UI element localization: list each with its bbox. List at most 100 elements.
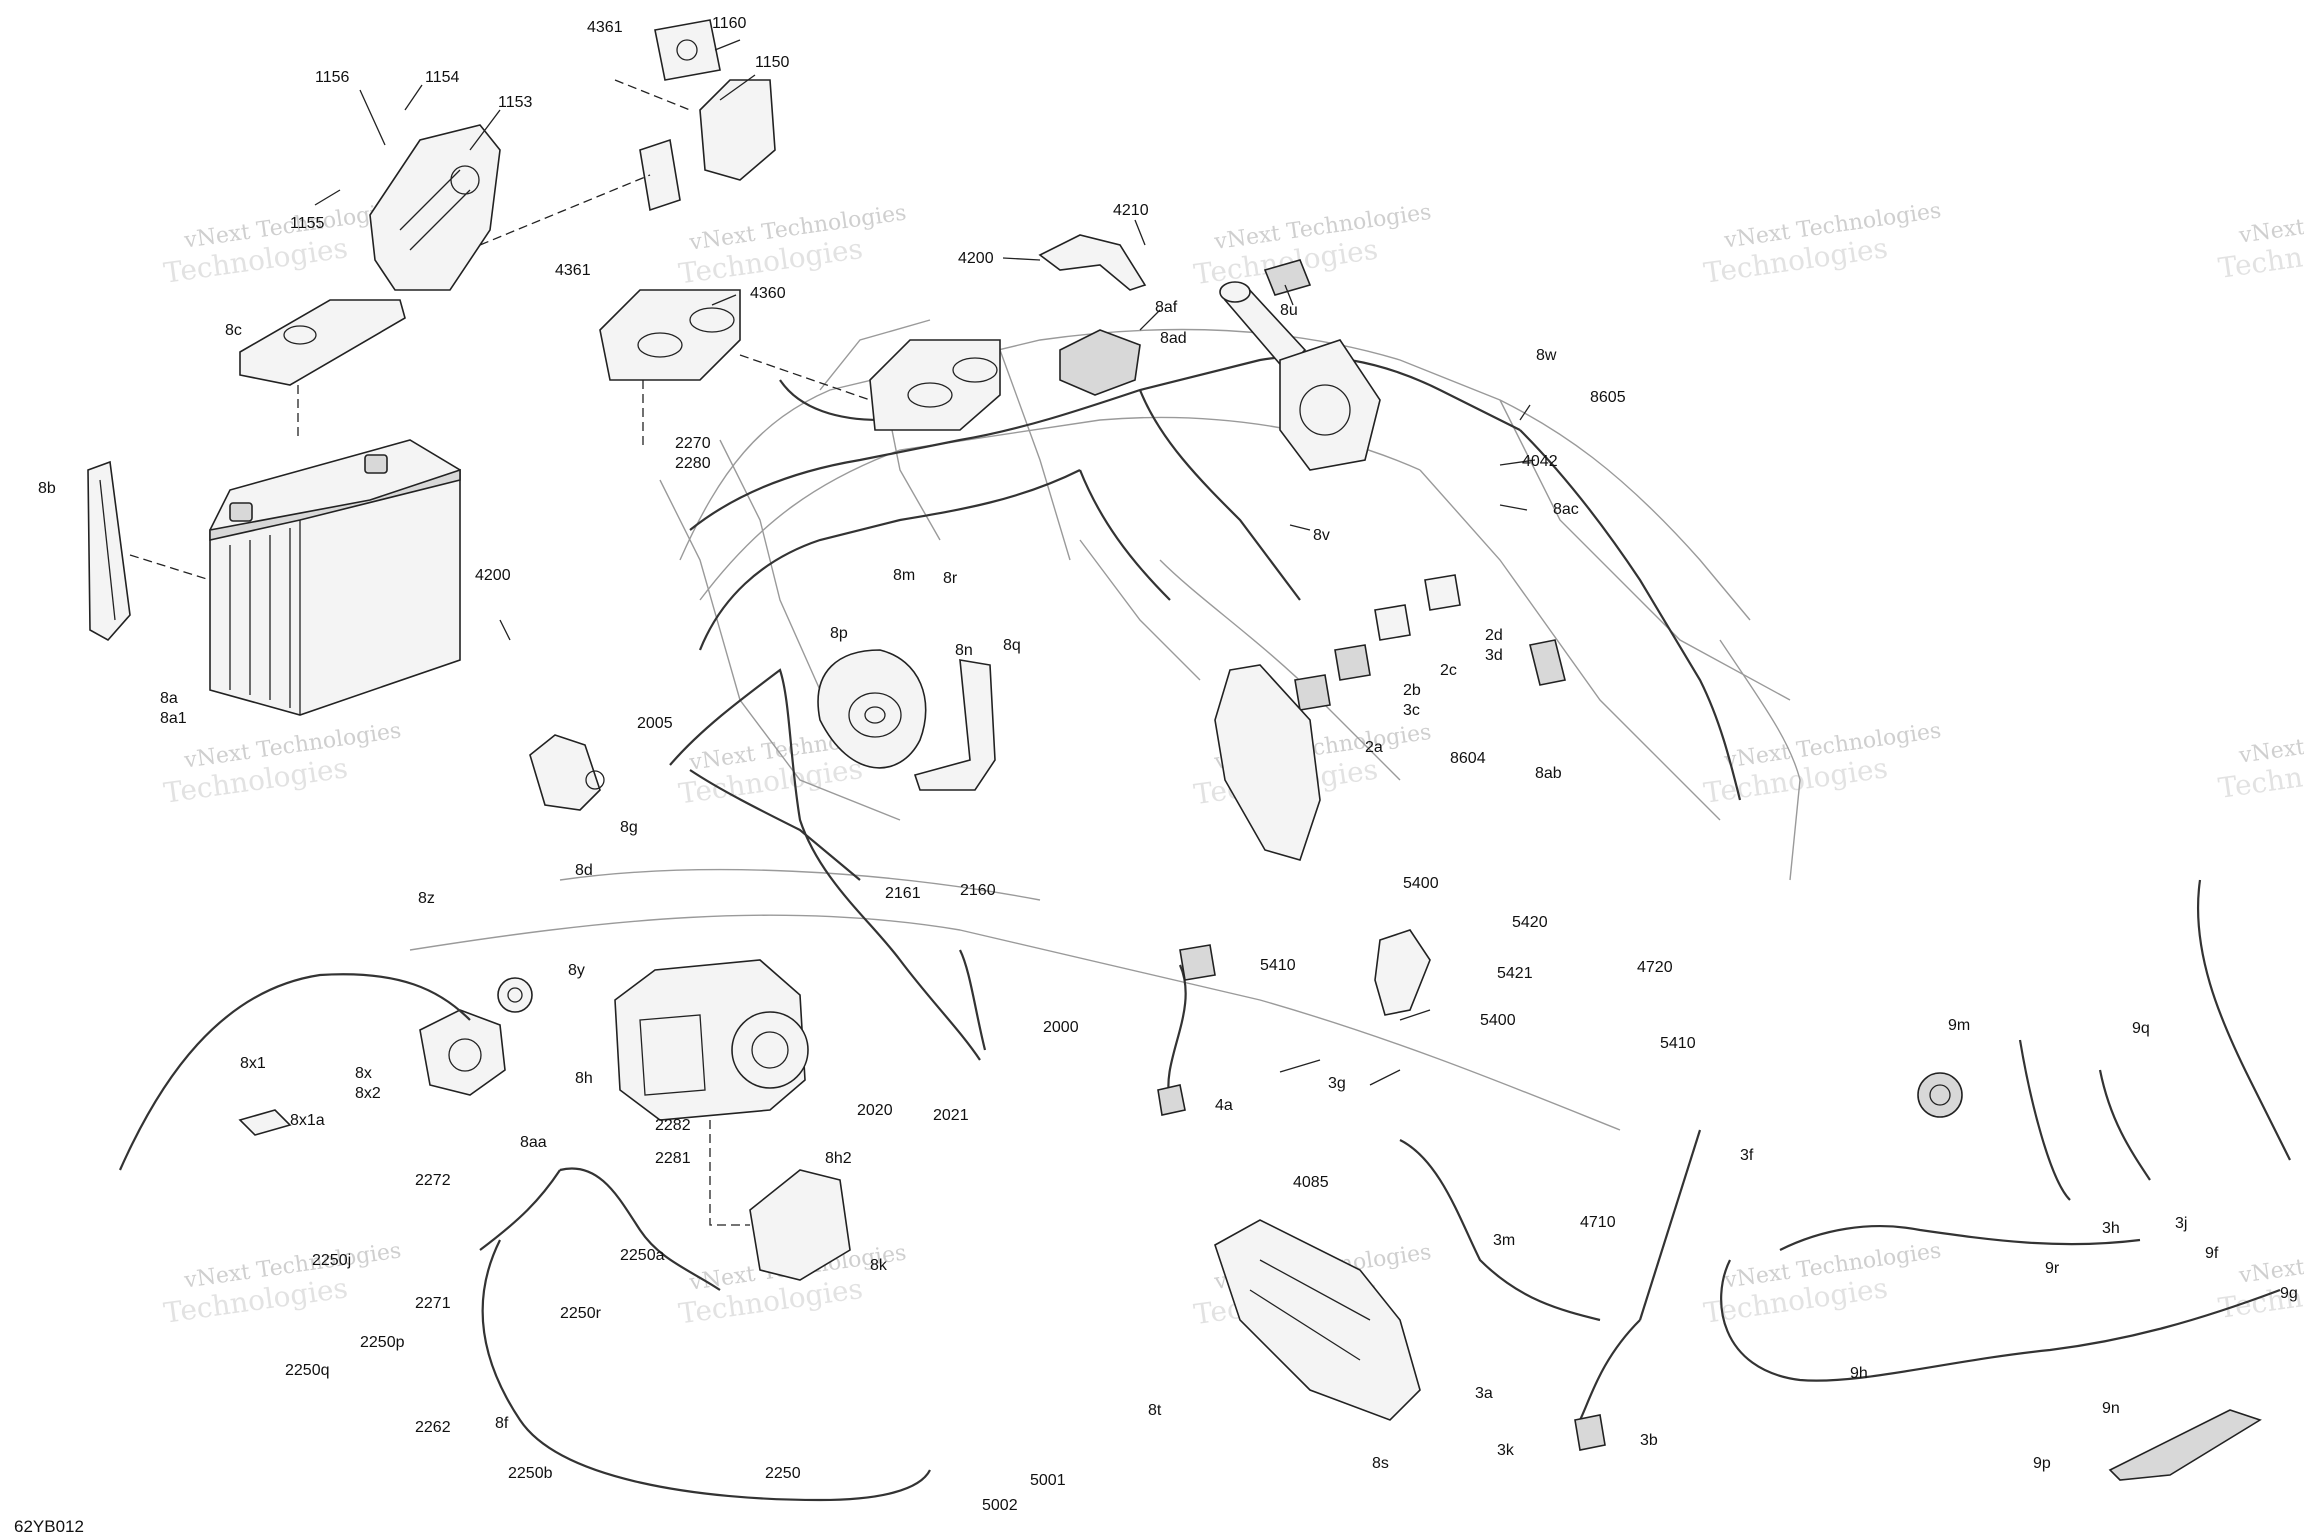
- callout-label: 4360: [750, 285, 786, 302]
- callout-label: 1155: [290, 215, 325, 232]
- battery: [209, 439, 461, 716]
- callout-label: 4361: [587, 19, 623, 36]
- module-8s: [1214, 1219, 1421, 1421]
- battery-strap: [87, 460, 131, 642]
- callout-label: 3b: [1640, 1432, 1658, 1449]
- callout-label: 8p: [830, 625, 848, 642]
- battery-cable-2250: [479, 1167, 931, 1502]
- callout-label: 8ab: [1535, 765, 1562, 782]
- callout-label: 2d: [1485, 627, 1503, 644]
- solenoid: [529, 734, 605, 811]
- callout-label: 2280: [675, 455, 711, 472]
- callout-label: 4210: [1113, 202, 1149, 219]
- callout-label: 5410: [1660, 1035, 1696, 1052]
- switch-panel: [1214, 664, 1321, 861]
- callout-label: 8m: [893, 567, 915, 584]
- callout-label: 2250: [765, 1465, 801, 1482]
- callout-label: 4200: [475, 567, 511, 584]
- callout-label: 2281: [655, 1150, 691, 1167]
- callout-label: 3a: [1475, 1385, 1493, 1402]
- callout-label: 4042: [1522, 453, 1558, 470]
- callout-label: 2250q: [285, 1362, 330, 1379]
- callout-label: 2272: [415, 1172, 451, 1189]
- relay-box-4360: [599, 289, 741, 381]
- callout-label: 8x1a: [290, 1112, 325, 1129]
- callout-label: 3g: [1328, 1075, 1346, 1092]
- callout-label: 2250b: [508, 1465, 553, 1482]
- callout-label: 2262: [415, 1419, 451, 1436]
- callout-label: 2250a: [620, 1247, 665, 1264]
- switch-2a: [1294, 674, 1331, 711]
- callout-label: 4720: [1637, 959, 1673, 976]
- abs-bracket-8k: [749, 1169, 851, 1281]
- callout-label: 1160: [712, 15, 747, 32]
- callout-label: 2000: [1043, 1019, 1079, 1036]
- callout-label: 8605: [1590, 389, 1626, 406]
- callout-label: 8x1: [240, 1055, 266, 1072]
- callout-label: 2250j: [312, 1252, 351, 1269]
- callout-label: 8604: [1450, 750, 1486, 767]
- actuator-motor: [1219, 281, 1381, 471]
- connector-4a: [1179, 944, 1216, 981]
- callout-label: 3j: [2175, 1215, 2187, 1232]
- callout-label: 1150: [755, 54, 790, 71]
- horn: [817, 649, 996, 791]
- callout-label: 8a: [160, 690, 178, 707]
- battery-terminal: [364, 454, 388, 474]
- callout-label: 2250p: [360, 1334, 405, 1351]
- callout-label: 2b: [1403, 682, 1421, 699]
- antenna-3k: [1574, 1414, 1606, 1451]
- callout-label: 8ad: [1160, 330, 1187, 347]
- callout-label: 2161: [885, 885, 921, 902]
- callout-label: 8n: [955, 642, 973, 659]
- callout-label: 8c: [225, 322, 242, 339]
- callout-label: 8r: [943, 570, 958, 587]
- callout-label: 8u: [1280, 302, 1298, 319]
- callout-label: 2a: [1365, 739, 1383, 756]
- light-9n: [2108, 1409, 2262, 1481]
- callout-label: 8t: [1148, 1402, 1162, 1419]
- callout-label: 8k: [870, 1257, 888, 1274]
- callout-label: 2021: [933, 1107, 969, 1124]
- callout-label: 2270: [675, 435, 711, 452]
- callout-label: 8b: [38, 480, 56, 497]
- callout-label: 5410: [1260, 957, 1296, 974]
- battery-bracket: [239, 299, 406, 386]
- callout-label: 8h2: [825, 1150, 852, 1167]
- main-wiring-harness: [689, 355, 1742, 801]
- callout-label: 5421: [1497, 965, 1533, 982]
- callout-label: 4200: [958, 250, 994, 267]
- bracket-4200-top: [1038, 234, 1147, 291]
- callout-label: 8af: [1155, 299, 1178, 316]
- callout-label: 8aa: [520, 1134, 547, 1151]
- callout-label: 2271: [415, 1295, 451, 1312]
- callout-label: 8a1: [160, 710, 187, 727]
- callout-label: 8d: [575, 862, 593, 879]
- callout-label: 3k: [1497, 1442, 1515, 1459]
- callout-label: 5420: [1512, 914, 1548, 931]
- callout-label: 1153: [498, 94, 533, 111]
- callout-label: 4085: [1293, 1174, 1329, 1191]
- callout-label: 9m: [1948, 1017, 1970, 1034]
- callout-label: 9g: [2280, 1285, 2298, 1302]
- connector-8u: [1263, 259, 1312, 296]
- callout-label: 3f: [1740, 1147, 1754, 1164]
- speed-sensor-5400: [1374, 929, 1431, 1016]
- callout-label: 3d: [1485, 647, 1503, 664]
- callout-label: 8f: [495, 1415, 509, 1432]
- callout-label: 4710: [1580, 1214, 1616, 1231]
- module-8ad: [1059, 329, 1141, 396]
- callout-label: 8q: [1003, 637, 1021, 654]
- callout-label: 2160: [960, 882, 996, 899]
- callout-label: 5001: [1030, 1472, 1066, 1489]
- callout-label: 8y: [568, 962, 585, 979]
- callout-label: 3c: [1403, 702, 1420, 719]
- abs-module: [614, 959, 809, 1121]
- callout-label: 2005: [637, 715, 673, 732]
- switch-2c: [1374, 604, 1411, 641]
- callout-label: 9n: [2102, 1400, 2120, 1417]
- callout-label: 5400: [1403, 875, 1439, 892]
- module-1150: [639, 79, 776, 212]
- battery-terminal: [229, 502, 253, 522]
